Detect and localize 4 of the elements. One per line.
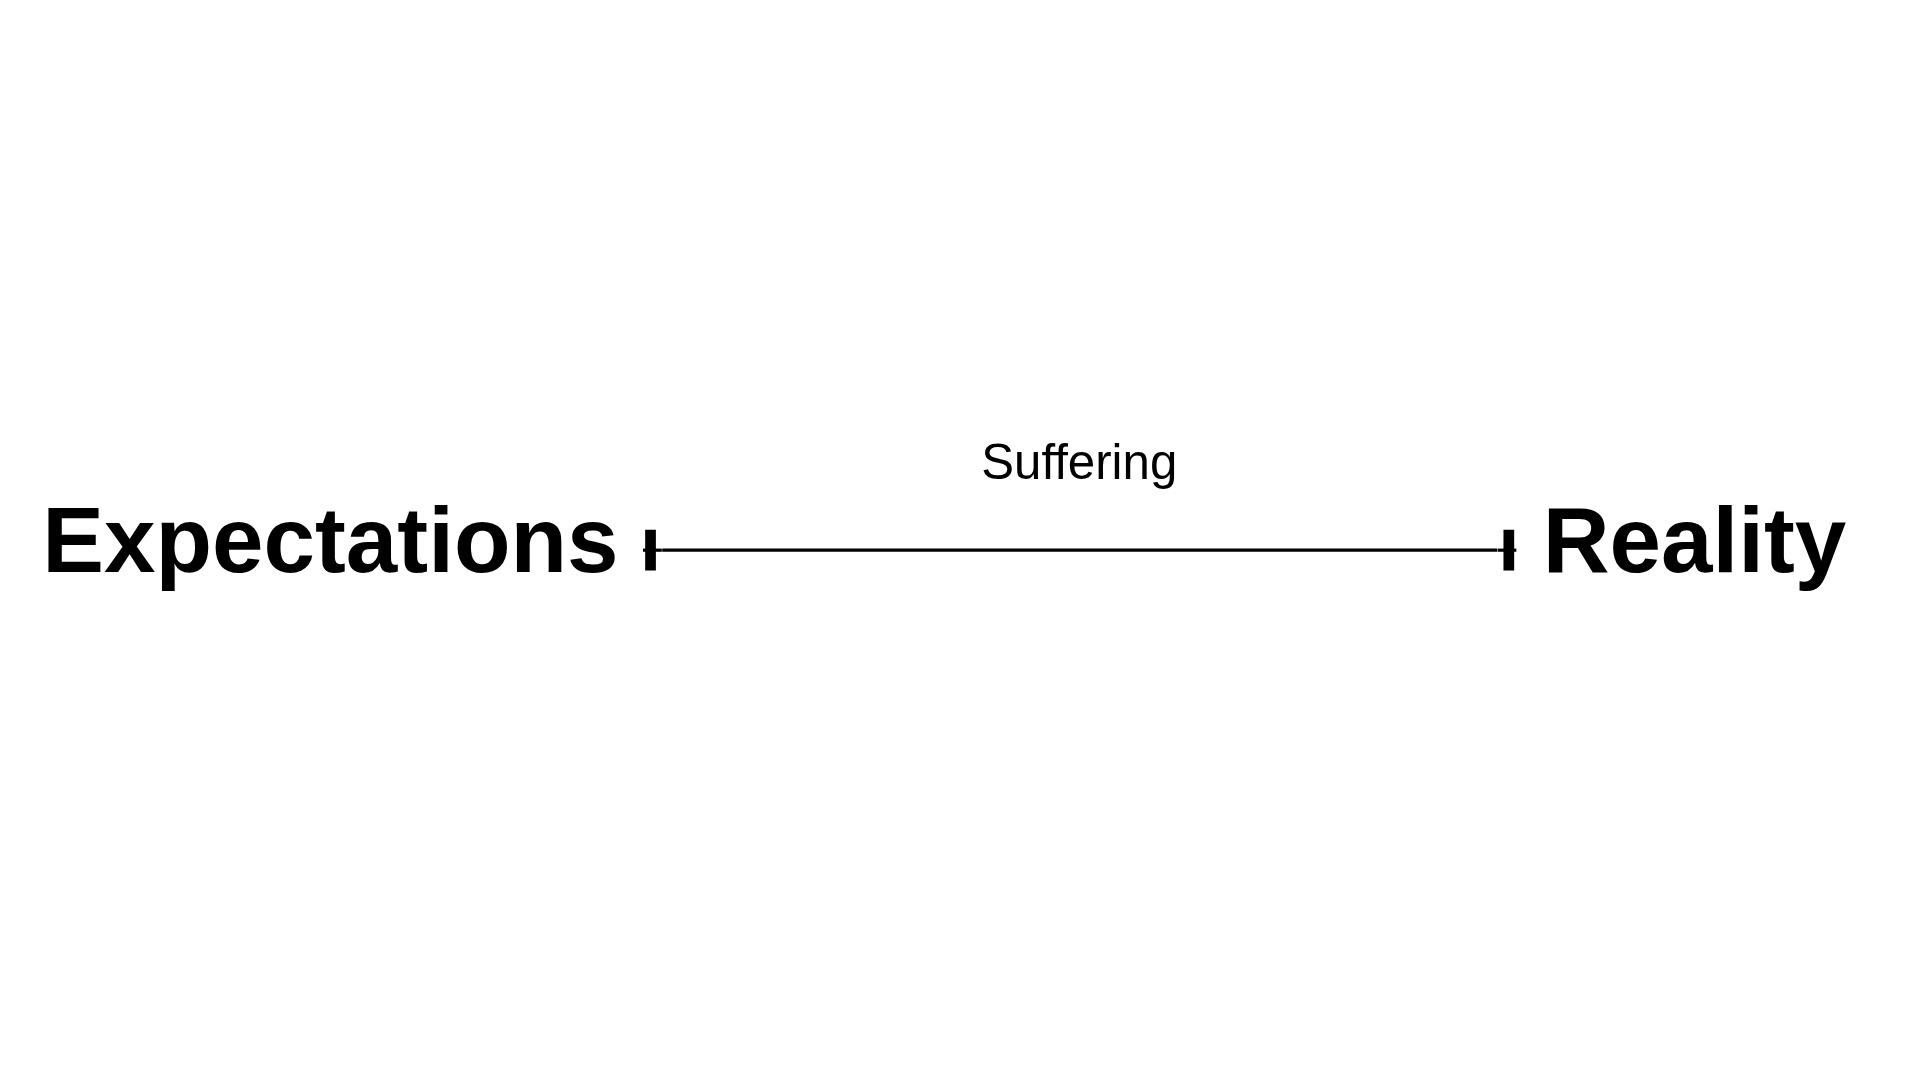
edge-label: Suffering [981, 433, 1178, 489]
node-text: Reality [1542, 487, 1847, 592]
connector [643, 529, 1517, 571]
node-text: Expectations [42, 487, 619, 592]
